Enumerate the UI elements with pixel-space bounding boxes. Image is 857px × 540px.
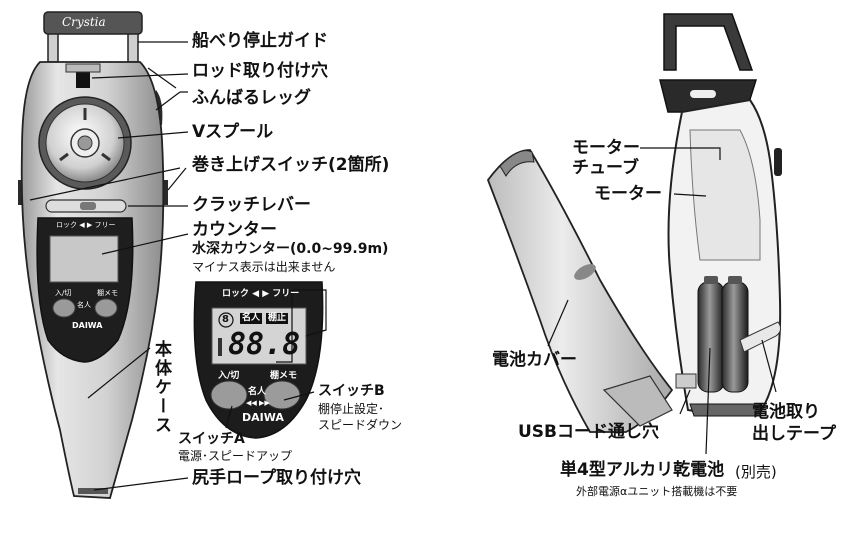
label-switches: 巻き上げスイッチ(2箇所) <box>192 155 390 175</box>
brand-logo: Crystia <box>62 15 106 29</box>
label-legs: ふんばるレッグ <box>192 88 311 108</box>
lcd-lock-free-label: ロック ◀ ▶ フリー <box>222 289 300 299</box>
battery-cover <box>486 149 674 433</box>
front-btn-a-label: 入/切 <box>55 289 72 297</box>
label-pull-tape-2: 出しテープ <box>752 424 836 444</box>
label-battery-note: (別売) <box>735 463 777 481</box>
label-rod-hole: ロッド取り付け穴 <box>192 61 328 81</box>
label-body-case: 本体ケース <box>151 340 171 435</box>
label-clutch: クラッチレバー <box>192 195 311 215</box>
control-panel-zoom <box>193 281 324 439</box>
front-logo: DAIWA <box>72 321 103 330</box>
front-lock-free-label: ロック ◀ ▶ フリー <box>56 221 116 229</box>
label-motor-tube-2: チューブ <box>572 158 639 178</box>
label-depth-counter: 水深カウンター(0.0~99.9m) <box>192 241 389 257</box>
lcd-btn-mid-label: 名人 <box>248 387 267 397</box>
label-ext-power: 外部電源αユニット搭載機は不要 <box>576 485 738 498</box>
label-spool: Vスプール <box>192 122 274 142</box>
label-switch-b-desc2: スピードダウン <box>318 418 403 432</box>
lcd-digits: 88.8 <box>228 327 301 362</box>
label-switch-b-desc1: 棚停止設定･ <box>318 402 385 416</box>
lcd-tana-indicator: 棚止 <box>266 313 289 324</box>
label-pull-tape-1: 電池取り <box>752 402 820 422</box>
label-motor: モーター <box>594 184 662 204</box>
front-btn-mid-label: 名人 <box>77 301 91 309</box>
label-switch-b: スイッチB <box>318 383 385 399</box>
label-rope-hole: 尻手ロープ取り付け穴 <box>192 468 361 488</box>
label-counter: カウンター <box>192 220 277 240</box>
label-battery: 単4型アルカリ乾電池 <box>560 460 725 480</box>
lcd-logo: DAIWA <box>242 411 284 424</box>
label-guide: 船べり停止ガイド <box>192 31 328 51</box>
leader-lines <box>29 41 777 491</box>
reel-front-view <box>18 11 168 499</box>
reel-open-body <box>659 13 782 417</box>
label-motor-tube-1: モーター <box>572 138 640 158</box>
label-no-minus: マイナス表示は出来ません <box>192 260 336 274</box>
label-switch-a-desc: 電源･スピードアップ <box>178 449 293 463</box>
lcd-btn-mid-arrows: ◀◀ ▶▶ <box>246 399 270 407</box>
lcd-meijin-indicator: 名人 <box>240 313 263 324</box>
lcd-btn-b-label: 棚メモ <box>270 371 298 381</box>
label-battery-cover: 電池カバー <box>492 350 577 370</box>
lcd-btn-a-label: 入/切 <box>218 371 240 381</box>
label-switch-a: スイッチA <box>178 431 245 447</box>
lcd-mode-number: 8 <box>222 314 229 325</box>
label-usb-hole: USBコード通し穴 <box>518 422 660 442</box>
front-btn-b-label: 棚メモ <box>97 289 118 297</box>
